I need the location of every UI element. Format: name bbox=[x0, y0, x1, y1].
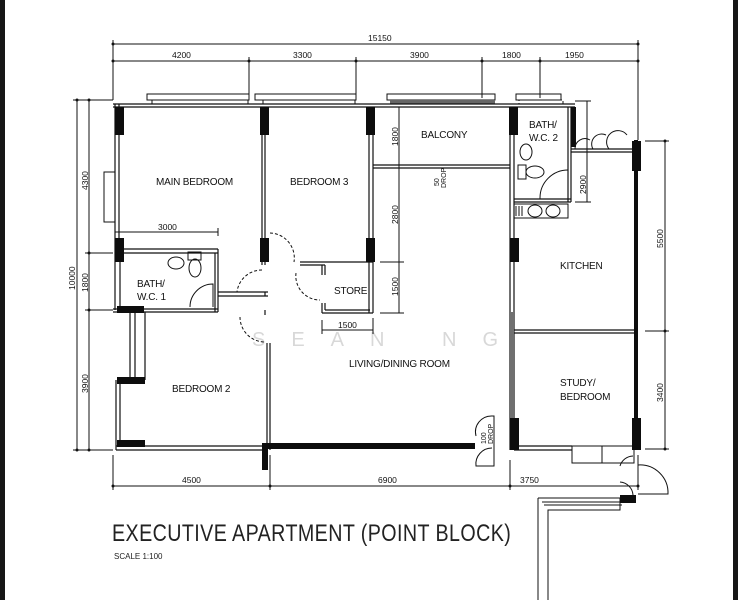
internal-dimension-lines bbox=[115, 100, 591, 334]
room-store: STORE bbox=[334, 286, 368, 297]
dim-bottom-1: 4500 bbox=[182, 475, 201, 485]
room-kitchen: KITCHEN bbox=[560, 261, 603, 272]
left-dimension-lines bbox=[73, 98, 113, 452]
room-bedroom-2: BEDROOM 2 bbox=[172, 384, 231, 395]
dim-corridor-2800: 2800 bbox=[390, 205, 400, 224]
dim-right-1: 5500 bbox=[655, 229, 665, 248]
dim-top-4: 1800 bbox=[502, 50, 521, 60]
room-bath-wc-2-line1: BATH/ bbox=[529, 120, 557, 131]
dim-left-2: 1800 bbox=[80, 273, 90, 292]
balcony-drop-value: 50 bbox=[434, 178, 441, 186]
dim-top-1: 4200 bbox=[172, 50, 191, 60]
dim-store-width: 1500 bbox=[338, 320, 357, 330]
dim-top-total: 15150 bbox=[368, 33, 392, 43]
plan-title: EXECUTIVE APARTMENT (POINT BLOCK) bbox=[112, 520, 512, 547]
room-bath-wc-1-line2: W.C. 1 bbox=[137, 292, 166, 303]
dim-bottom-2: 6900 bbox=[378, 475, 397, 485]
balcony-drop-label: DROP bbox=[441, 167, 448, 188]
doors bbox=[189, 130, 669, 496]
dim-bath2-depth: 2900 bbox=[578, 175, 588, 194]
room-study-line1: STUDY/ bbox=[560, 378, 596, 389]
room-study-line2: BEDROOM bbox=[560, 392, 610, 403]
room-living-dining: LIVING/DINING ROOM bbox=[349, 359, 450, 370]
fixtures bbox=[167, 143, 636, 600]
entry-drop-label: DROP bbox=[488, 423, 495, 444]
dim-top-3: 3900 bbox=[410, 50, 429, 60]
dim-main-bedroom-width: 3000 bbox=[158, 222, 177, 232]
dim-bottom-3: 3750 bbox=[520, 475, 539, 485]
plan-scale: SCALE 1:100 bbox=[114, 552, 163, 561]
columns bbox=[115, 107, 641, 450]
dim-right-2: 3400 bbox=[655, 383, 665, 402]
bottom-dimension-lines bbox=[111, 455, 640, 490]
right-edge-strip bbox=[733, 0, 738, 600]
dim-top-2: 3300 bbox=[293, 50, 312, 60]
dim-top-5: 1950 bbox=[565, 50, 584, 60]
room-bedroom-3: BEDROOM 3 bbox=[290, 177, 349, 188]
entry-drop-value: 100 bbox=[481, 432, 488, 444]
dim-left-total: 10000 bbox=[67, 266, 77, 290]
dim-left-3: 3900 bbox=[80, 374, 90, 393]
room-bath-wc-1-line1: BATH/ bbox=[137, 279, 165, 290]
top-windows bbox=[146, 93, 564, 105]
left-edge-strip bbox=[0, 0, 5, 600]
room-balcony: BALCONY bbox=[421, 130, 468, 141]
walls bbox=[103, 103, 638, 470]
watermark: SEAN NG bbox=[252, 329, 524, 351]
dim-left-1: 4300 bbox=[80, 171, 90, 190]
dim-store-depth: 1500 bbox=[390, 277, 400, 296]
room-main-bedroom: MAIN BEDROOM bbox=[156, 177, 233, 188]
room-bath-wc-2-line2: W.C. 2 bbox=[529, 133, 558, 144]
right-dimension-lines bbox=[645, 139, 669, 451]
dim-balcony-depth: 1800 bbox=[390, 127, 400, 146]
top-dimension-lines bbox=[111, 40, 640, 140]
